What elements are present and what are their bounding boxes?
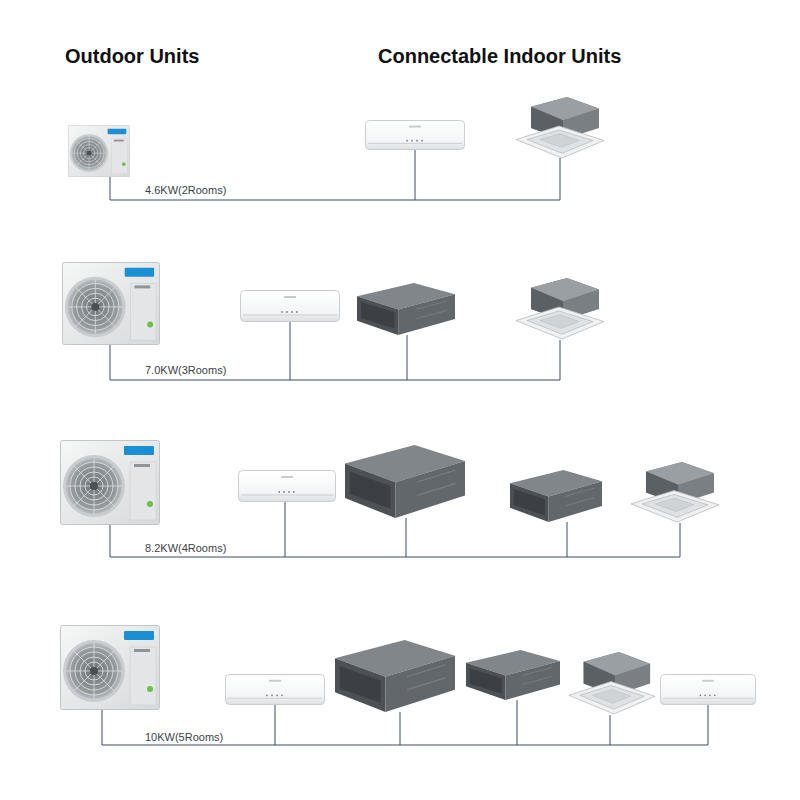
wall-mounted-unit [241, 291, 340, 322]
capacity-label: 7.0KW(3Rooms) [145, 364, 226, 376]
outdoor-unit [62, 262, 159, 344]
capacity-label: 10KW(5Rooms) [145, 731, 223, 743]
wall-mounted-unit [226, 674, 325, 704]
duct-unit [335, 640, 455, 712]
cassette-unit [516, 278, 604, 339]
duct-unit [510, 470, 602, 522]
pipe-run [110, 150, 560, 200]
duct-unit [357, 283, 455, 335]
wall-mounted-unit [238, 471, 335, 502]
outdoor-unit [61, 441, 160, 525]
wall-mounted-unit [660, 674, 755, 704]
capacity-label: 4.6KW(2Rooms) [145, 184, 226, 196]
column-heading: Outdoor Units [65, 45, 199, 68]
outdoor-unit [61, 626, 160, 710]
wall-mounted-unit [366, 120, 465, 149]
column-heading: Connectable Indoor Units [378, 45, 621, 68]
outdoor-unit [68, 125, 129, 176]
duct-unit [345, 445, 465, 518]
refrigerant-pipe [102, 150, 708, 745]
pipe-run [110, 322, 560, 380]
cassette-unit [631, 462, 719, 522]
duct-unit [466, 650, 560, 700]
cassette-unit [569, 652, 655, 714]
cassette-unit [516, 97, 604, 158]
capacity-label: 8.2KW(4Rooms) [145, 542, 226, 554]
